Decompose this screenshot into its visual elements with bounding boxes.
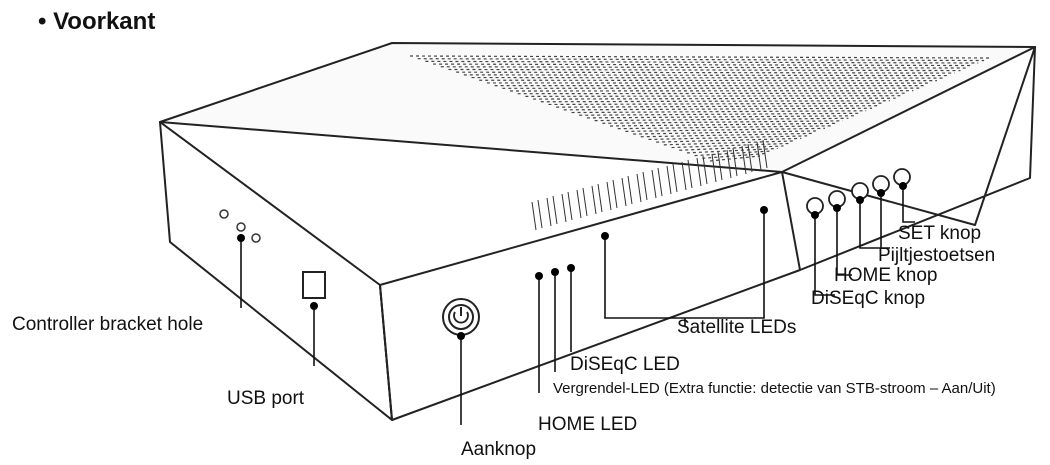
device-front-face (379, 46, 1036, 421)
vent-grille (409, 55, 991, 162)
vent-slot (594, 117, 849, 122)
vent-slot (571, 110, 867, 114)
led-indicator (636, 171, 648, 203)
vent-slot (640, 132, 814, 138)
label-diseqc-knop: DiSEqC knop (811, 288, 926, 309)
led-indicator (681, 159, 693, 191)
led-indicator (666, 163, 678, 195)
label-vergrendel-led: Vergrendel-LED (Extra functie: detectie … (553, 380, 996, 397)
vent-slot (517, 92, 908, 95)
vent-slot (671, 142, 790, 149)
vent-slot (602, 120, 843, 124)
label-usb-port: USB port (227, 388, 305, 409)
vent-slot (417, 58, 985, 62)
vent-slot (648, 135, 808, 141)
led-indicator (546, 195, 558, 227)
vent-slot (440, 66, 967, 69)
section-heading: • Voorkant (38, 8, 156, 35)
label-satellite-leds: Satellite LEDs (677, 317, 797, 338)
label-home-knop: HOME knop (834, 265, 938, 286)
device-top-face (159, 42, 1036, 173)
led-indicator (711, 151, 723, 183)
led-indicator (621, 175, 633, 207)
vent-slot (656, 137, 802, 143)
led-strip (531, 139, 768, 231)
callout-lines (240, 186, 915, 425)
controller-bracket-holes (219, 209, 261, 243)
led-indicator (756, 139, 768, 171)
vent-slot (663, 140, 796, 146)
led-indicator (651, 167, 663, 199)
label-controller-bracket-hole: Controller bracket hole (12, 314, 204, 335)
label-pijltjestoetsen: Pijltjestoetsen (878, 245, 996, 266)
vent-slot (609, 122, 837, 127)
label-home-led: HOME LED (538, 414, 638, 435)
vent-slot (409, 55, 991, 59)
vent-slot (586, 115, 855, 119)
vent-slot (540, 100, 890, 103)
vent-slot (533, 97, 896, 100)
led-indicator (576, 187, 588, 219)
vent-slot (633, 130, 819, 135)
vent-slot (471, 76, 943, 79)
led-indicator (726, 147, 738, 179)
label-aanknop: Aanknop (461, 439, 537, 460)
led-indicator (531, 199, 543, 231)
vent-slot (425, 60, 979, 64)
led-indicator (606, 179, 618, 211)
vent-slot (548, 102, 884, 106)
led-indicator (561, 191, 573, 223)
label-set-knop: SET knop (898, 223, 982, 244)
vent-slot (463, 74, 949, 77)
vent-slot (579, 112, 861, 116)
vent-slot (456, 71, 955, 74)
vent-slot (694, 150, 772, 157)
vent-slot (448, 68, 961, 72)
vent-slot (525, 95, 902, 97)
led-indicator (591, 183, 603, 215)
label-diseqc-led: DiSEqC LED (570, 354, 680, 375)
device-left-face (159, 121, 393, 421)
led-indicator (741, 143, 753, 175)
usb-port-icon (302, 271, 326, 299)
callout-dots (237, 182, 907, 340)
led-indicator (696, 155, 708, 187)
device-body (159, 42, 1036, 421)
